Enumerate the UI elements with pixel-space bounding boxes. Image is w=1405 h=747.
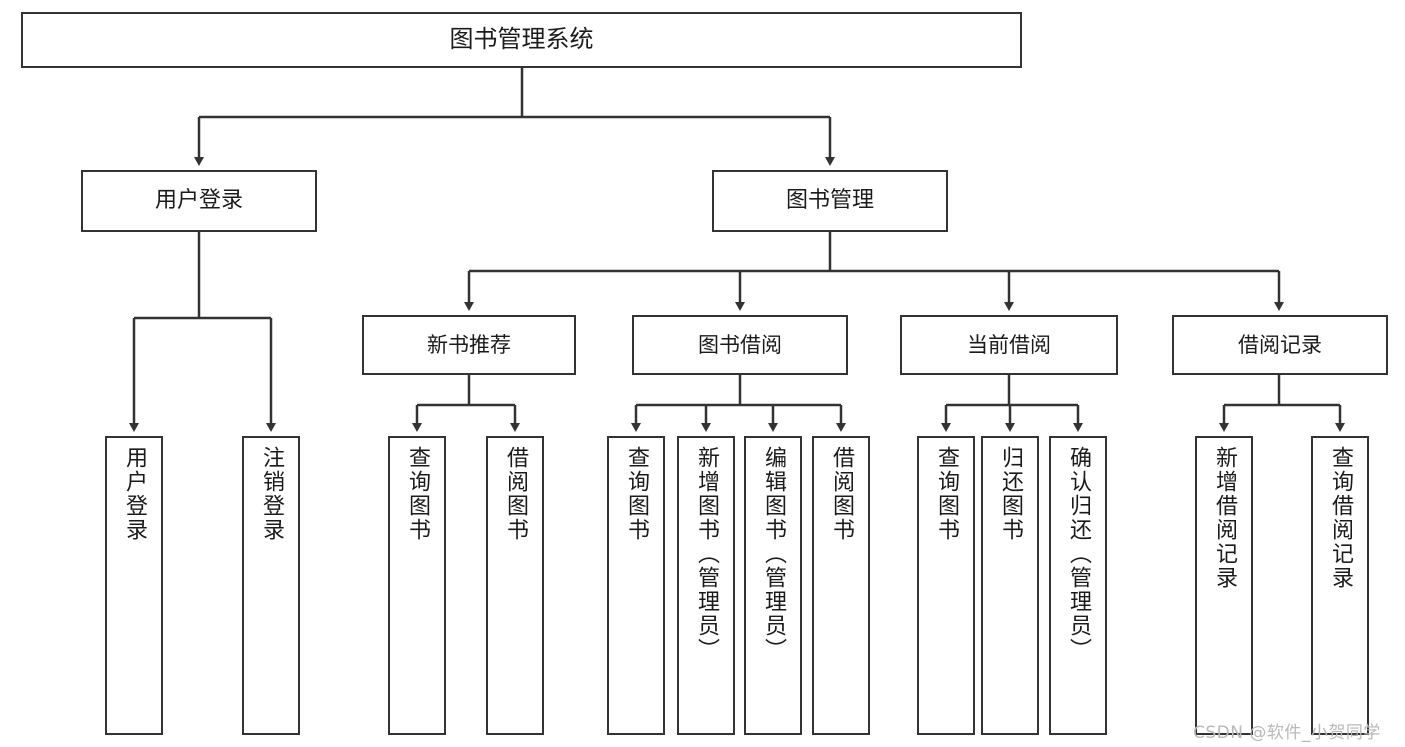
leaf-label: 查询图书 — [405, 446, 430, 542]
leaf-label: 查询借阅记录 — [1328, 446, 1353, 590]
leaf-user-login-logout[interactable]: 注销登录 — [242, 436, 300, 735]
leaf-label: 确认归还（管理员） — [1066, 446, 1091, 662]
leaf-user-login-login[interactable]: 用户登录 — [105, 436, 163, 735]
leaf-label: 借阅图书 — [829, 446, 854, 542]
node-current-borrow[interactable]: 当前借阅 — [900, 315, 1118, 375]
leaf-label: 注销登录 — [259, 446, 284, 542]
leaf-book-borrow-edit[interactable]: 编辑图书（管理员） — [744, 436, 802, 735]
leaf-current-borrow-confirm-return[interactable]: 确认归还（管理员） — [1049, 436, 1107, 735]
watermark: CSDN @软件_小贺同学 — [1193, 723, 1381, 743]
leaf-current-borrow-query[interactable]: 查询图书 — [917, 436, 975, 735]
node-book-management[interactable]: 图书管理 — [712, 170, 948, 232]
node-book-borrow[interactable]: 图书借阅 — [632, 315, 848, 375]
leaf-label: 归还图书 — [998, 446, 1023, 542]
leaf-book-borrow-borrow[interactable]: 借阅图书 — [812, 436, 870, 735]
leaf-new-book-query[interactable]: 查询图书 — [388, 436, 446, 735]
leaf-label: 借阅图书 — [503, 446, 528, 542]
leaf-label: 新增图书（管理员） — [694, 446, 719, 662]
node-new-book-recommend[interactable]: 新书推荐 — [362, 315, 576, 375]
leaf-label: 查询图书 — [624, 446, 649, 542]
leaf-borrow-record-query[interactable]: 查询借阅记录 — [1311, 436, 1369, 735]
leaf-label: 编辑图书（管理员） — [761, 446, 786, 662]
leaf-book-borrow-query[interactable]: 查询图书 — [607, 436, 665, 735]
leaf-label: 查询图书 — [934, 446, 959, 542]
leaf-new-book-borrow[interactable]: 借阅图书 — [486, 436, 544, 735]
leaf-label: 用户登录 — [122, 446, 147, 542]
node-user-login[interactable]: 用户登录 — [81, 170, 317, 232]
leaf-book-borrow-add[interactable]: 新增图书（管理员） — [677, 436, 735, 735]
node-root-system[interactable]: 图书管理系统 — [21, 12, 1022, 68]
leaf-label: 新增借阅记录 — [1212, 446, 1237, 590]
leaf-borrow-record-add[interactable]: 新增借阅记录 — [1195, 436, 1253, 735]
node-borrow-record[interactable]: 借阅记录 — [1172, 315, 1388, 375]
leaf-current-borrow-return[interactable]: 归还图书 — [981, 436, 1039, 735]
